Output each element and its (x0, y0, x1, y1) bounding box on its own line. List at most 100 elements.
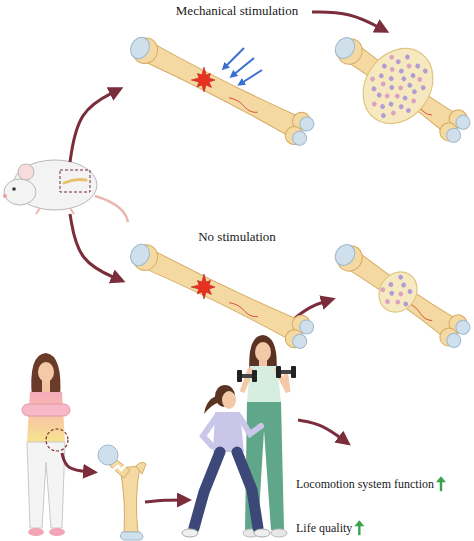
callus-small (388, 281, 395, 288)
mouse-figure (60, 170, 90, 192)
callus-small (397, 291, 404, 298)
patient-figure (31, 353, 60, 398)
increase-arrow (436, 476, 446, 482)
flow-arrow (62, 453, 92, 472)
callus-large (405, 107, 412, 114)
flow-arrow (312, 12, 384, 30)
callus-large (416, 76, 423, 83)
mouse-figure (3, 160, 128, 222)
runner-figure (237, 452, 258, 528)
callus-small (400, 282, 407, 289)
outcome-label: Locomotion system function (296, 477, 434, 491)
bone-fractured (127, 241, 153, 269)
callus-large (406, 82, 413, 89)
flow-arrow (70, 214, 120, 280)
callus-small (407, 288, 414, 295)
callus-large (411, 88, 418, 95)
patient-figure (22, 353, 70, 536)
callus-large (388, 101, 395, 108)
callus-small (380, 286, 387, 293)
callus-large (414, 63, 421, 70)
femur-fractured (113, 465, 126, 470)
callus-large (395, 58, 402, 65)
flow-arrow (312, 12, 384, 30)
increase-arrow (358, 525, 360, 535)
callus-large (402, 95, 409, 102)
bone-healed (444, 331, 463, 350)
runner-figure (182, 385, 270, 537)
runner-figure (239, 416, 261, 434)
callus-large (410, 72, 417, 79)
exercise-figure (237, 335, 296, 537)
callus-large (398, 68, 405, 75)
callus-large (400, 76, 407, 83)
bone-healed (331, 241, 358, 269)
mouse-figure (3, 194, 7, 198)
callus-large (369, 76, 376, 83)
callus-large (379, 103, 386, 110)
increase-arrow (354, 520, 364, 535)
bone-fractured (228, 301, 258, 318)
callus-large (397, 85, 404, 92)
flow-arrow (70, 90, 118, 162)
exercise-figure (291, 366, 296, 378)
callus-large (388, 75, 395, 82)
mouse-figure (12, 187, 16, 191)
callus-large (410, 98, 417, 105)
callus-large (390, 110, 397, 117)
callus-large (406, 63, 413, 70)
fracture-mark (191, 67, 215, 92)
runner-figure (254, 529, 270, 537)
force-arrows (232, 58, 254, 76)
patient-figure (27, 442, 65, 528)
flow-arrow (70, 214, 120, 280)
flow-arrow (62, 453, 92, 472)
callus-large (378, 72, 385, 79)
callus-small (388, 290, 395, 297)
callus-large (349, 35, 448, 137)
patient-figure (28, 528, 44, 536)
exercise-figure (276, 366, 281, 378)
increase-arrow (354, 520, 364, 526)
bone-fractured (228, 97, 258, 115)
runner-figure (203, 416, 217, 446)
mouse-figure (95, 196, 128, 222)
callus-small (394, 299, 401, 306)
femur-fractured (98, 445, 118, 465)
bone-fractured (144, 43, 299, 137)
femur-fractured (136, 462, 146, 474)
force-arrows (224, 48, 244, 68)
callus-large (371, 86, 378, 93)
patient-figure (49, 528, 65, 536)
callus-small (402, 301, 409, 308)
callus-small (371, 264, 425, 319)
bone-fractured (124, 29, 317, 150)
runner-figure (222, 391, 236, 409)
bone-fractured (127, 34, 153, 62)
bone-healed (328, 236, 474, 352)
increase-arrow (440, 481, 442, 491)
exercise-figure (252, 370, 257, 382)
bone-fractured (290, 332, 309, 351)
callus-small (384, 298, 391, 305)
force-arrows (224, 48, 262, 84)
bone-healed (347, 252, 457, 337)
bone-healed (444, 126, 464, 146)
flow-arrow (298, 420, 346, 442)
callus-large (381, 63, 388, 70)
mouse-figure (18, 164, 34, 180)
callus-large (380, 81, 387, 88)
callus-large (394, 93, 401, 100)
flow-arrow (70, 90, 118, 162)
runner-figure (194, 452, 220, 528)
outcome-label: Life quality (296, 521, 352, 535)
callus-large (376, 92, 383, 99)
patient-figure (46, 429, 68, 451)
callus-large (349, 35, 448, 137)
bone-fractured (144, 249, 299, 339)
callus-small (397, 274, 404, 281)
callus-large (398, 103, 405, 110)
